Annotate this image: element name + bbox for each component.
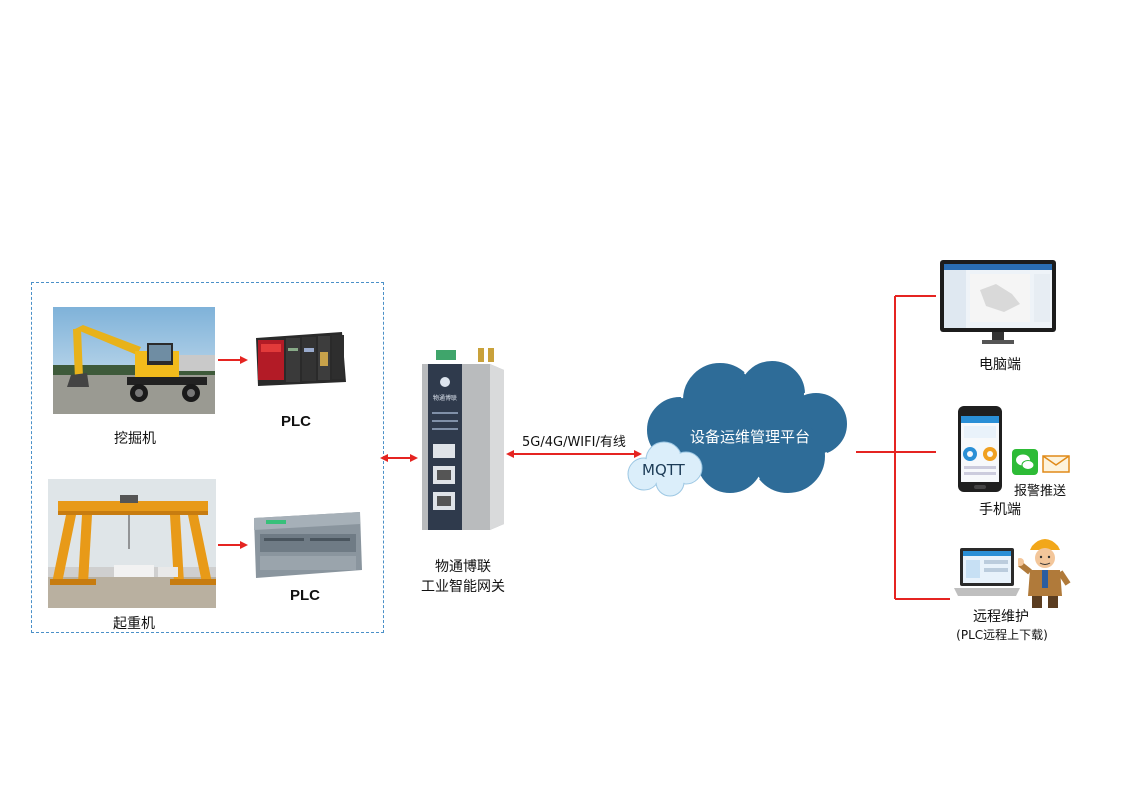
platform-cloud (620, 350, 860, 500)
pc-label: 电脑端 (979, 357, 1021, 373)
network-label: 5G/4G/WIFI/有线 (522, 435, 626, 450)
plc-top-image (252, 328, 350, 390)
engineer-icon (1016, 534, 1072, 608)
laptop-image (954, 548, 1020, 598)
excavator-label: 挖掘机 (114, 431, 156, 447)
plc-bottom-label: PLC (290, 587, 320, 604)
gateway-name-line1: 物通博联 (435, 559, 491, 575)
plc-bottom-image (250, 508, 364, 582)
remote-sub-label: (PLC远程上下载) (956, 628, 1048, 642)
mqtt-label: MQTT (642, 461, 685, 479)
gateway-name-line2: 工业智能网关 (421, 579, 505, 595)
mobile-label: 手机端 (979, 502, 1021, 518)
crane-image (48, 479, 216, 608)
svg-text:物通博联: 物通博联 (433, 394, 457, 402)
platform-label: 设备运维管理平台 (690, 428, 811, 446)
crane-label: 起重机 (113, 616, 155, 632)
alarm-push-label: 报警推送 (1014, 484, 1067, 499)
mobile-phone-image (958, 406, 1002, 492)
mail-icon (1042, 455, 1070, 473)
pc-monitor-image (940, 260, 1056, 344)
remote-label: 远程维护 (973, 609, 1029, 625)
excavator-image (53, 307, 215, 414)
plc-top-label: PLC (281, 413, 311, 430)
gateway-device-image: 物通博联 (420, 348, 508, 534)
wechat-icon (1012, 449, 1038, 475)
